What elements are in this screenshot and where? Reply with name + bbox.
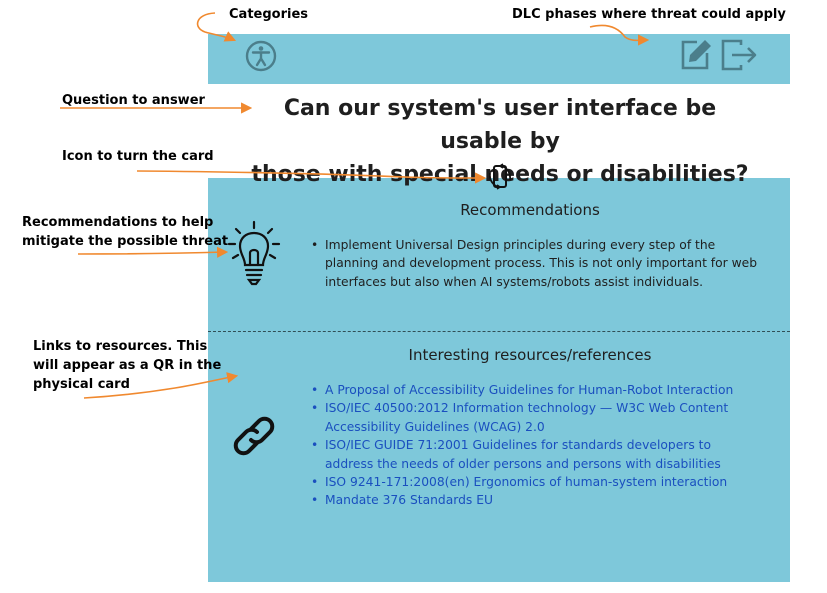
- deploy-exit-icon: [721, 39, 757, 71]
- flip-card-icon[interactable]: [488, 163, 512, 191]
- lightbulb-icon: [227, 220, 281, 286]
- resource-link[interactable]: Mandate 376 Standards EU: [325, 493, 493, 508]
- recommendations-title: Recommendations: [460, 201, 600, 219]
- arrow-recommendations: [77, 246, 229, 258]
- callout-categories: Categories: [229, 7, 309, 22]
- edit-icon: [681, 40, 711, 70]
- resource-link[interactable]: ISO/IEC 40500:2012 Information technolog…: [325, 401, 729, 434]
- resource-link[interactable]: ISO 9241-171:2008(en) Ergonomics of huma…: [325, 475, 728, 490]
- arrow-categories: [196, 12, 237, 42]
- resource-item[interactable]: ISO/IEC GUIDE 71:2001 Guidelines for sta…: [310, 436, 760, 473]
- arrow-turn-card: [136, 170, 487, 184]
- resources-list: A Proposal of Accessibility Guidelines f…: [310, 381, 760, 510]
- question-line-1: Can our system's user interface be usabl…: [283, 96, 717, 154]
- callout-dlc-phases: DLC phases where threat could apply: [512, 7, 786, 22]
- callout-links-line-3: physical card: [33, 377, 130, 392]
- resource-item[interactable]: ISO/IEC 40500:2012 Information technolog…: [310, 399, 760, 436]
- callout-links: Links to resources. This will appear as …: [33, 337, 221, 394]
- callout-question: Question to answer: [62, 93, 205, 108]
- callout-recommendations-line-1: Recommendations to help: [22, 215, 214, 230]
- callout-turn-card: Icon to turn the card: [62, 149, 214, 164]
- callout-links-line-2: will appear as a QR in the: [33, 358, 222, 373]
- section-divider: [208, 331, 790, 332]
- resource-item[interactable]: A Proposal of Accessibility Guidelines f…: [310, 381, 760, 400]
- recommendation-item: Implement Universal Design principles du…: [310, 236, 760, 291]
- arrow-links: [83, 372, 239, 399]
- callout-recommendations: Recommendations to help mitigate the pos…: [22, 213, 228, 251]
- resource-link[interactable]: A Proposal of Accessibility Guidelines f…: [325, 383, 734, 397]
- resource-link[interactable]: ISO/IEC GUIDE 71:2001 Guidelines for sta…: [325, 438, 721, 471]
- arrow-dlc-phases: [589, 24, 650, 46]
- accessibility-icon: [245, 40, 277, 72]
- link-icon: [233, 416, 275, 456]
- resource-item[interactable]: Mandate 376 Standards EU: [310, 491, 760, 510]
- recommendations-list: Implement Universal Design principles du…: [310, 236, 760, 291]
- callout-links-line-1: Links to resources. This: [33, 339, 208, 354]
- resource-item[interactable]: ISO 9241-171:2008(en) Ergonomics of huma…: [310, 473, 760, 492]
- resources-title: Interesting resources/references: [408, 346, 652, 364]
- callout-recommendations-line-2: mitigate the possible threat: [22, 234, 229, 249]
